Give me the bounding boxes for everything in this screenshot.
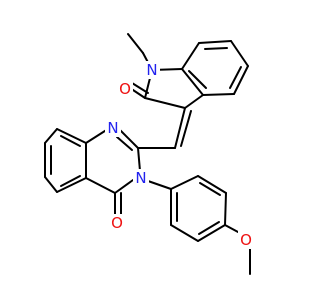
quinazolinone-bonds <box>44 128 141 217</box>
methoxy-o-atom: O <box>238 231 254 249</box>
lactam-o-label: O <box>119 80 131 98</box>
methylidene-bonds <box>137 107 192 149</box>
molecule-structure: N O N N O O <box>44 33 254 275</box>
lactam-o-atom-upper: O <box>117 80 133 98</box>
atom-labels: N O N N O O <box>105 61 254 249</box>
indole-n-label: N <box>146 61 157 79</box>
quinazoline-n1-atom: N <box>105 119 121 137</box>
quinazolinone-o-label: O <box>111 214 123 232</box>
quinazoline-n1-label: N <box>107 119 118 137</box>
methoxyphenyl-bonds <box>147 175 251 275</box>
quinazoline-n3-atom: N <box>133 169 149 187</box>
quinazoline-n3-label: N <box>135 169 146 187</box>
indole-n-atom: N <box>144 61 160 79</box>
quinazolinone-o-atom: O <box>109 214 125 232</box>
methoxy-o-label: O <box>240 231 252 249</box>
